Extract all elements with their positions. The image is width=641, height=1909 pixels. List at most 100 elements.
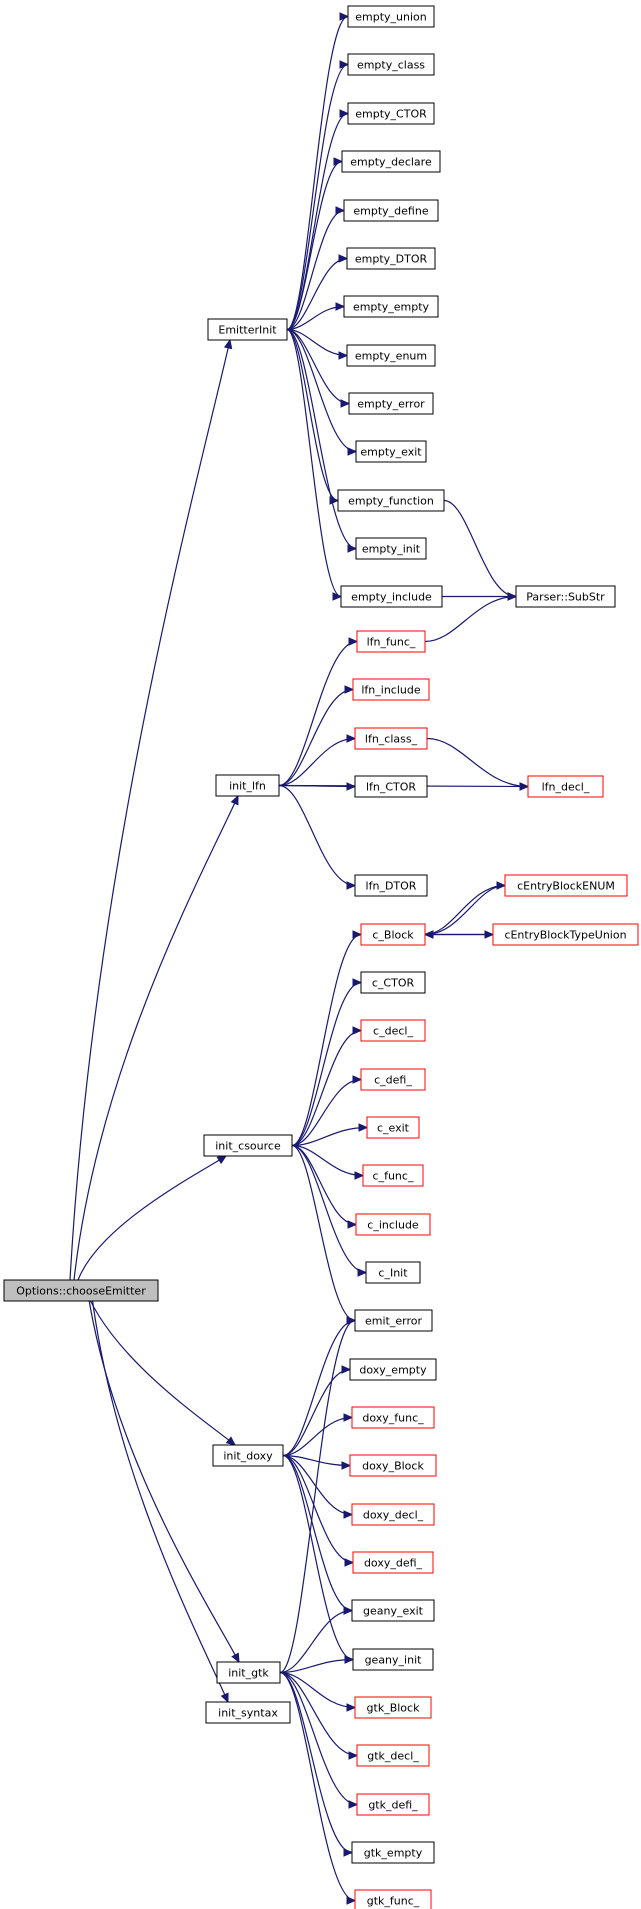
node-emitterinit[interactable]: EmitterInit bbox=[207, 318, 288, 341]
node-empty-empty[interactable]: empty_empty bbox=[343, 295, 439, 318]
node-label: lfn_func_ bbox=[367, 636, 416, 649]
node-gtk-func[interactable]: gtk_func_ bbox=[354, 1889, 432, 1909]
node-label: empty_define bbox=[353, 205, 428, 218]
call-edge-emitterinit-empty_init bbox=[286, 328, 357, 550]
arrowhead-init_gtk-gtk_func bbox=[346, 1896, 357, 1905]
node-init-syntax[interactable]: init_syntax bbox=[205, 1701, 291, 1724]
node-box bbox=[356, 630, 426, 653]
call-edge-init_doxy-doxy_defi bbox=[282, 1454, 354, 1564]
node-label: init_csource bbox=[215, 1140, 281, 1153]
node-doxy-block[interactable]: doxy_Block bbox=[349, 1454, 437, 1477]
arrowhead-init_gtk-gtk_block bbox=[346, 1703, 357, 1712]
call-edge-emitterinit-empty_union bbox=[286, 15, 349, 331]
arrowhead-emitterinit-empty_define bbox=[335, 206, 346, 215]
node-geany-init[interactable]: geany_init bbox=[352, 1648, 434, 1671]
node-label: empty_enum bbox=[355, 350, 427, 363]
call-edge-c_block-centryblockenum bbox=[424, 884, 506, 936]
call-edge-init_lfn-lfn_dtor bbox=[278, 784, 356, 887]
arrowhead-init_csource-c_init bbox=[357, 1268, 368, 1277]
call-edge-emitterinit-empty_declare bbox=[286, 160, 343, 331]
node-box bbox=[215, 774, 280, 797]
arrowhead-root-init_csource bbox=[216, 1155, 228, 1165]
node-empty-function[interactable]: empty_function bbox=[337, 489, 445, 512]
node-c-include[interactable]: c_include bbox=[355, 1213, 431, 1236]
arrowhead-init_csource-c_func bbox=[354, 1171, 365, 1180]
node-centryblocktypeunion[interactable]: cEntryBlockTypeUnion bbox=[492, 923, 639, 946]
node-box bbox=[492, 923, 639, 946]
call-edge-lfn_class-lfn_decl bbox=[426, 737, 529, 788]
node-lfn-include[interactable]: lfn_include bbox=[352, 678, 430, 701]
call-edge-lfn_func-parser_substr bbox=[424, 595, 517, 643]
arrowhead-init_gtk-gtk_defi bbox=[348, 1800, 359, 1809]
node-c-decl[interactable]: c_decl_ bbox=[360, 1019, 426, 1042]
node-label: empty_init bbox=[362, 543, 421, 556]
node-lfn-dtor[interactable]: lfn_DTOR bbox=[354, 874, 428, 897]
node-gtk-block[interactable]: gtk_Block bbox=[354, 1696, 432, 1719]
node-label: lfn_decl_ bbox=[542, 781, 590, 794]
node-empty-define[interactable]: empty_define bbox=[343, 199, 439, 222]
node-empty-ctor[interactable]: empty_CTOR bbox=[347, 102, 435, 125]
node-doxy-decl[interactable]: doxy_decl_ bbox=[351, 1503, 435, 1526]
arrowhead-root-emitterinit bbox=[223, 338, 233, 350]
node-c-init[interactable]: c_Init bbox=[365, 1261, 421, 1284]
arrowhead-init_lfn-lfn_include bbox=[344, 685, 355, 694]
node-label: gtk_defi_ bbox=[368, 1799, 418, 1812]
node-parser-substr[interactable]: Parser::SubStr bbox=[515, 585, 616, 608]
node-doxy-empty[interactable]: doxy_empty bbox=[349, 1358, 437, 1381]
node-empty-class[interactable]: empty_class bbox=[347, 53, 435, 76]
node-box bbox=[346, 344, 436, 367]
call-edge-emitterinit-empty_exit bbox=[286, 328, 357, 453]
node-c-ctor[interactable]: c_CTOR bbox=[360, 971, 426, 994]
node-empty-include[interactable]: empty_include bbox=[340, 585, 443, 608]
node-label: c_Init bbox=[378, 1267, 408, 1280]
node-c-func[interactable]: c_func_ bbox=[362, 1164, 424, 1187]
node-box bbox=[347, 102, 435, 125]
node-lfn-func[interactable]: lfn_func_ bbox=[356, 630, 426, 653]
node-empty-dtor[interactable]: empty_DTOR bbox=[346, 247, 436, 270]
call-edge-root-init_gtk bbox=[85, 1279, 240, 1663]
node-label: cEntryBlockENUM bbox=[517, 880, 615, 893]
node-empty-declare[interactable]: empty_declare bbox=[341, 150, 441, 173]
arrowhead-init_csource-c_ctor bbox=[352, 978, 363, 987]
node-root[interactable]: Options::chooseEmitter bbox=[3, 1279, 159, 1302]
node-gtk-decl[interactable]: gtk_decl_ bbox=[356, 1744, 430, 1767]
arrowhead-emitterinit-empty_init bbox=[347, 544, 358, 553]
node-label: Parser::SubStr bbox=[526, 591, 605, 604]
node-doxy-defi[interactable]: doxy_defi_ bbox=[352, 1551, 434, 1574]
node-gtk-empty[interactable]: gtk_empty bbox=[351, 1841, 435, 1864]
node-empty-union[interactable]: empty_union bbox=[347, 5, 435, 28]
arrowhead-lfn_class-lfn_decl bbox=[519, 782, 530, 791]
node-centryblockenum[interactable]: cEntryBlockENUM bbox=[504, 874, 628, 897]
node-label: empty_empty bbox=[353, 301, 430, 314]
node-label: c_include bbox=[367, 1219, 419, 1232]
node-c-exit[interactable]: c_exit bbox=[366, 1116, 420, 1139]
node-lfn-decl[interactable]: lfn_decl_ bbox=[527, 775, 604, 798]
node-empty-exit[interactable]: empty_exit bbox=[355, 440, 427, 463]
arrowhead-root-init_gtk bbox=[231, 1652, 240, 1664]
node-init-doxy[interactable]: init_doxy bbox=[212, 1444, 284, 1467]
node-geany-exit[interactable]: geany_exit bbox=[351, 1599, 435, 1622]
node-box bbox=[354, 727, 428, 750]
call-edge-init_doxy-geany_exit bbox=[282, 1454, 353, 1612]
node-c-block[interactable]: c_Block bbox=[360, 923, 426, 946]
node-empty-init[interactable]: empty_init bbox=[355, 537, 427, 560]
node-lfn-class[interactable]: lfn_class_ bbox=[354, 727, 428, 750]
node-label: EmitterInit bbox=[218, 324, 277, 337]
node-emit-error[interactable]: emit_error bbox=[354, 1309, 433, 1332]
call-edge-init_doxy-emit_error bbox=[282, 1319, 356, 1457]
node-empty-error[interactable]: empty_error bbox=[348, 392, 434, 415]
node-init-csource[interactable]: init_csource bbox=[203, 1134, 293, 1157]
arrowhead-init_gtk-geany_init bbox=[344, 1655, 355, 1664]
arrowhead-root-init_doxy bbox=[225, 1436, 236, 1446]
node-c-defi[interactable]: c_defi_ bbox=[360, 1068, 426, 1091]
call-edge-init_csource-c_defi bbox=[291, 1078, 362, 1147]
node-doxy-func[interactable]: doxy_func_ bbox=[351, 1406, 435, 1429]
node-empty-enum[interactable]: empty_enum bbox=[346, 344, 436, 367]
node-label: c_func_ bbox=[373, 1170, 414, 1183]
node-init-lfn[interactable]: init_lfn bbox=[215, 774, 280, 797]
node-gtk-defi[interactable]: gtk_defi_ bbox=[356, 1793, 430, 1816]
node-lfn-ctor[interactable]: lfn_CTOR bbox=[354, 775, 428, 798]
node-init-gtk[interactable]: init_gtk bbox=[216, 1661, 281, 1684]
call-edge-init_doxy-doxy_empty bbox=[282, 1368, 351, 1457]
call-edge-init_gtk-gtk_decl bbox=[279, 1671, 358, 1757]
